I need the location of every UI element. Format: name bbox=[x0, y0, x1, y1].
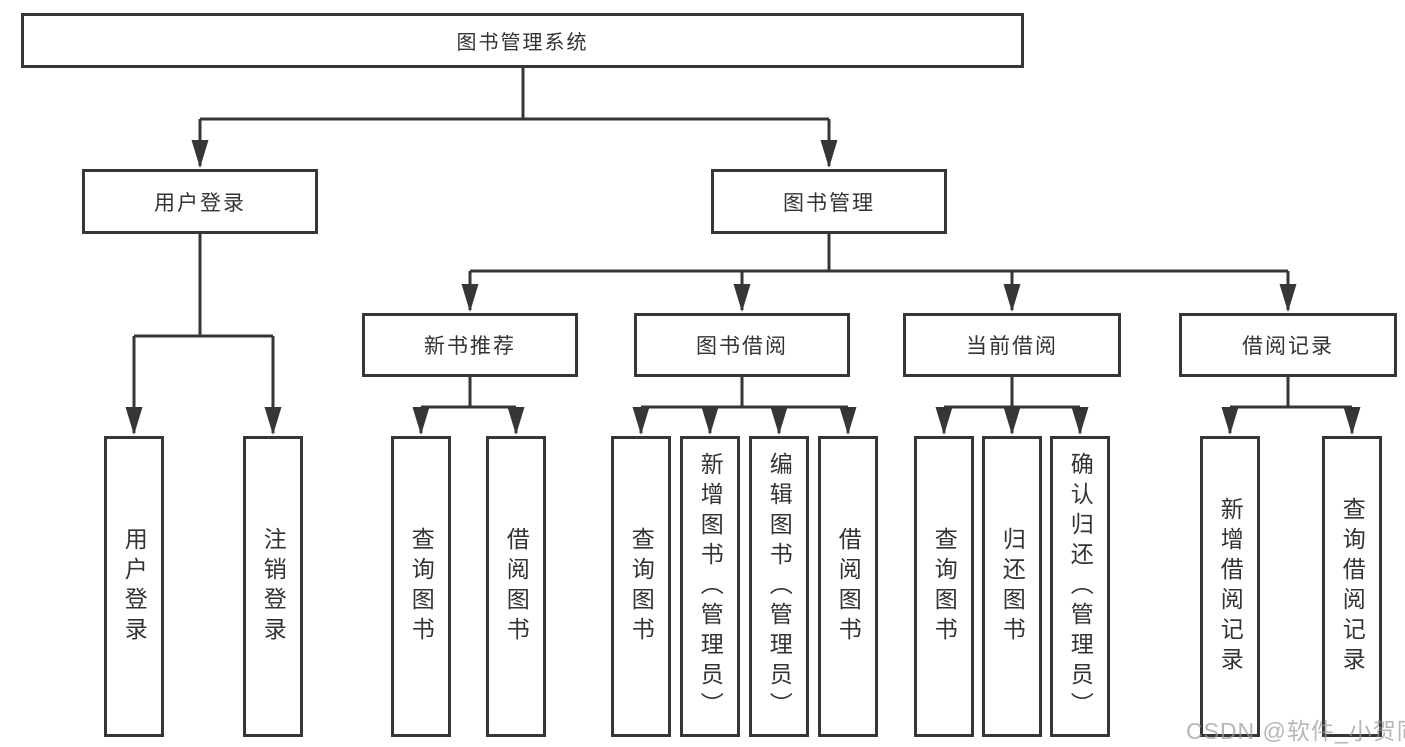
leaf-label: 用户登录 bbox=[121, 526, 148, 647]
leaf-query-books-current: 查询图书 bbox=[914, 436, 974, 737]
node-user-login: 用户登录 bbox=[82, 169, 318, 234]
leaf-user-login: 用户登录 bbox=[104, 436, 164, 737]
node-label: 用户登录 bbox=[154, 191, 246, 215]
leaf-logout: 注销登录 bbox=[243, 436, 303, 737]
leaf-confirm-return-admin: 确认归还（管理员） bbox=[1050, 436, 1110, 737]
leaf-borrow-books: 借阅图书 bbox=[818, 436, 878, 737]
node-label: 新书推荐 bbox=[424, 335, 516, 358]
leaf-label: 查询图书 bbox=[408, 526, 435, 647]
node-label: 图书借阅 bbox=[696, 335, 788, 358]
leaf-add-book-admin: 新增图书（管理员） bbox=[680, 436, 740, 737]
node-label: 借阅记录 bbox=[1242, 335, 1334, 358]
node-current-borrow: 当前借阅 bbox=[903, 313, 1121, 377]
leaf-query-borrow-record: 查询借阅记录 bbox=[1322, 436, 1382, 737]
leaf-label: 注销登录 bbox=[260, 526, 287, 647]
leaf-label: 确认归还（管理员） bbox=[1067, 451, 1094, 722]
leaf-label: 新增借阅记录 bbox=[1217, 496, 1244, 677]
leaf-borrow-books-recommend: 借阅图书 bbox=[486, 436, 546, 737]
leaf-add-borrow-record: 新增借阅记录 bbox=[1200, 436, 1260, 737]
node-new-book-recommend: 新书推荐 bbox=[362, 313, 578, 377]
leaf-edit-book-admin: 编辑图书（管理员） bbox=[749, 436, 809, 737]
node-label: 图书管理系统 bbox=[456, 32, 589, 54]
leaf-label: 查询借阅记录 bbox=[1339, 496, 1366, 677]
csdn-watermark: CSDN @软件_小贺同学 bbox=[1186, 718, 1405, 744]
leaf-label: 编辑图书（管理员） bbox=[766, 451, 793, 722]
node-label: 图书管理 bbox=[783, 191, 875, 215]
node-label: 当前借阅 bbox=[966, 335, 1058, 358]
node-borrow-records: 借阅记录 bbox=[1179, 313, 1397, 377]
node-book-borrow: 图书借阅 bbox=[634, 313, 850, 377]
node-book-management: 图书管理 bbox=[711, 169, 947, 234]
leaf-return-book: 归还图书 bbox=[982, 436, 1042, 737]
node-library-management-system: 图书管理系统 bbox=[21, 13, 1024, 68]
leaf-label: 借阅图书 bbox=[503, 526, 530, 647]
leaf-query-books-recommend: 查询图书 bbox=[391, 436, 451, 737]
leaf-label: 查询图书 bbox=[931, 526, 958, 647]
leaf-label: 查询图书 bbox=[628, 526, 655, 647]
leaf-label: 新增图书（管理员） bbox=[697, 451, 724, 722]
leaf-query-books-borrow: 查询图书 bbox=[611, 436, 671, 737]
leaf-label: 借阅图书 bbox=[835, 526, 862, 647]
leaf-label: 归还图书 bbox=[999, 526, 1026, 647]
